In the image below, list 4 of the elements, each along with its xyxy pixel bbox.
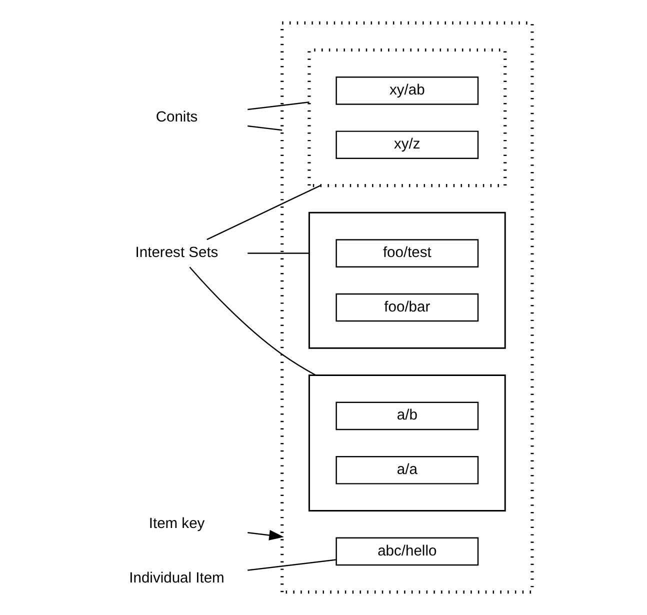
node-text: Interest Sets: [134, 245, 218, 262]
node-text: Individual Item: [128, 570, 224, 586]
node-text: Item key: [148, 516, 204, 532]
node-text: Conits: [155, 110, 198, 126]
